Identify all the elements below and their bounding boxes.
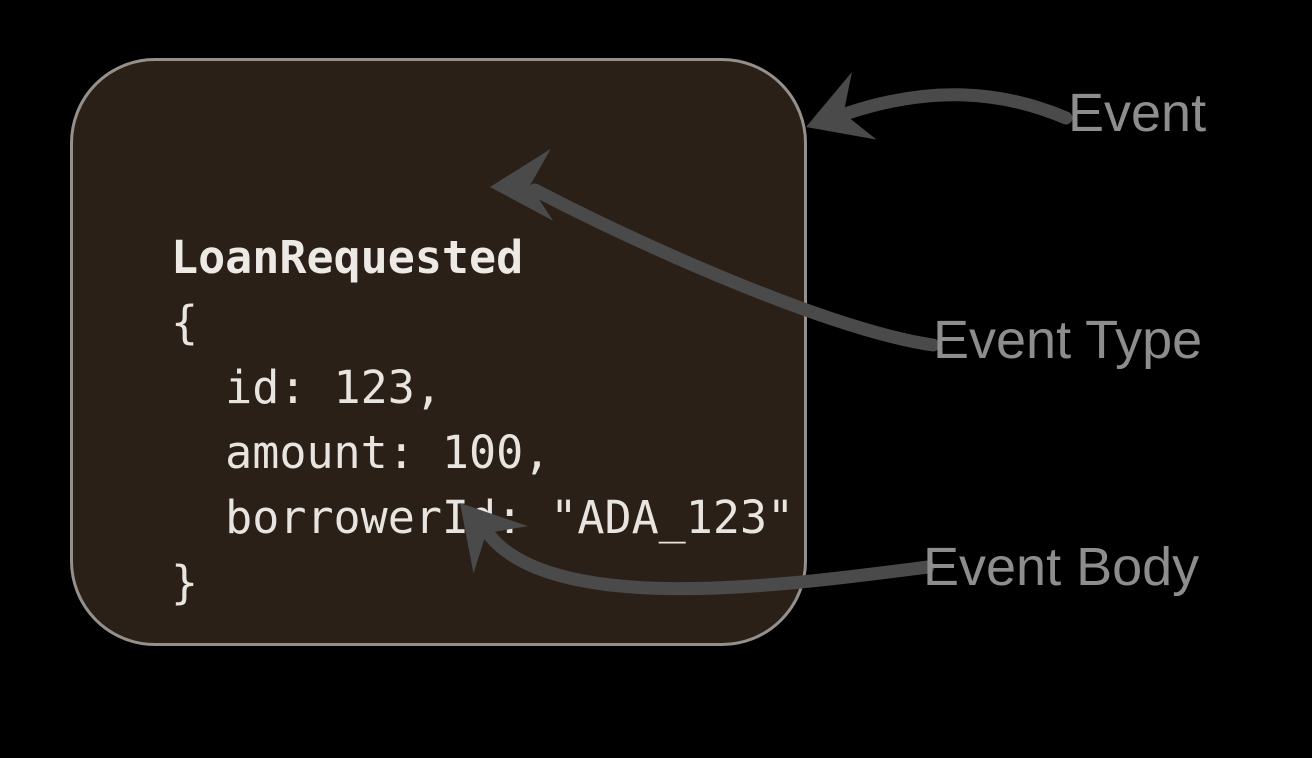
event-body-line: } — [171, 556, 199, 609]
event-arrow-line — [841, 88, 1073, 125]
event-body-line: borrowerId: "ADA_123" — [171, 491, 795, 544]
event-body-line: { — [171, 296, 199, 349]
event-card: LoanRequested { id: 123, amount: 100, bo… — [70, 58, 807, 646]
annotation-event-type: Event Type — [933, 310, 1203, 370]
event-code-block: LoanRequested { id: 123, amount: 100, bo… — [171, 225, 794, 615]
event-body-line: amount: 100, — [171, 426, 551, 479]
annotation-event: Event — [1068, 83, 1207, 143]
annotation-event-body: Event Body — [923, 537, 1200, 597]
event-type-text: LoanRequested — [171, 231, 524, 284]
event-body-line: id: 123, — [171, 361, 442, 414]
